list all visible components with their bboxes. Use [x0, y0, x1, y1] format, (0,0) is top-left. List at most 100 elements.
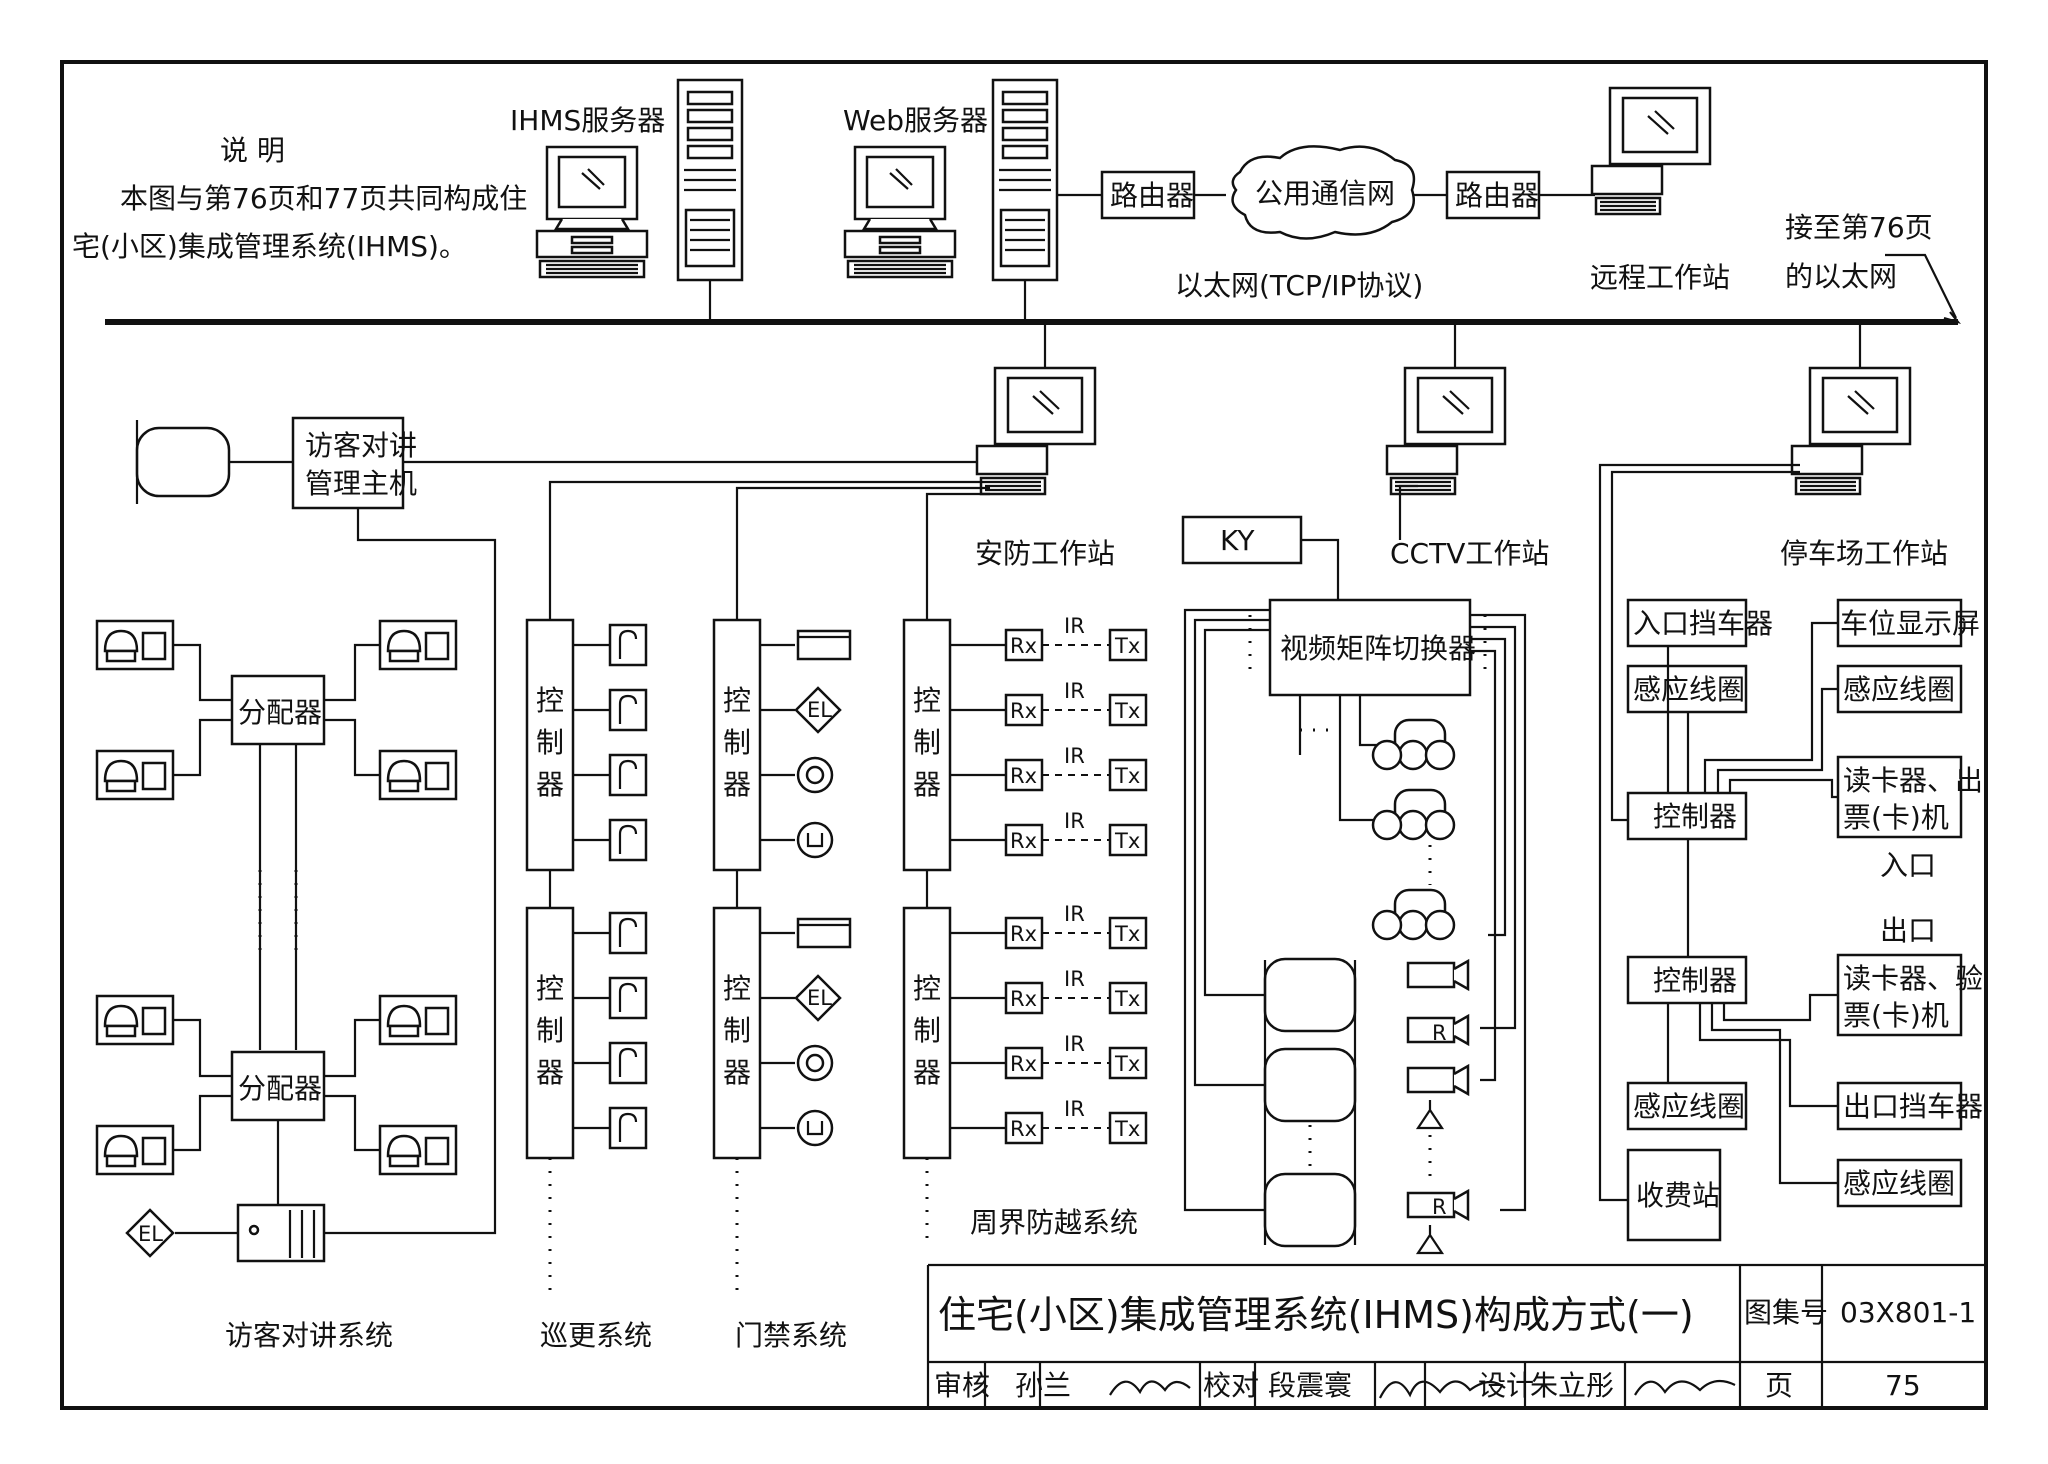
indoor-phone-1 [95, 619, 175, 671]
router-right-box [1445, 170, 1541, 220]
card-reader-icon [796, 629, 852, 661]
perimeter-system-label: 周界防越系统 [970, 1206, 1138, 1239]
access-controller-2 [712, 906, 762, 1160]
controller-label-char: 器 [913, 1056, 941, 1089]
atlas-label: 图集号 [1744, 1296, 1828, 1329]
ir-label: IR [1064, 809, 1085, 833]
tx-label: Tx [1114, 987, 1140, 1011]
el-lock-icon: EL [794, 974, 842, 1022]
distributor-bottom-label: 分配器 [238, 1072, 322, 1105]
ir-transmitter-box [1108, 1111, 1148, 1145]
controller-label-char: 控 [913, 684, 941, 717]
exit-button-icon [796, 756, 834, 794]
indoor-phone-2 [95, 749, 175, 801]
patrol-point-group [573, 623, 648, 1150]
tx-label: Tx [1114, 922, 1140, 946]
exit-loop-right-label: 感应线圈 [1843, 1167, 1955, 1200]
patrol-system-label: 巡更系统 [540, 1319, 652, 1352]
camera-mount-icons [1415, 1100, 1445, 1255]
patrol-point-icon [608, 911, 648, 955]
controller-label-char: 器 [723, 768, 751, 801]
ky-keyboard-box [1181, 515, 1303, 565]
cctv-monitor-3 [1263, 1172, 1357, 1248]
intercom-el-lock [125, 1208, 175, 1258]
access-device-group: EL EL [794, 629, 852, 1147]
ir-transmitter-box [1108, 823, 1148, 857]
patrol-point-icon [608, 1041, 648, 1085]
rx-label: Rx [1010, 1052, 1037, 1076]
entry-loop-right-label: 感应线圈 [1843, 673, 1955, 706]
indoor-phone-7 [378, 994, 458, 1046]
camera-r-label-2: R [1432, 1195, 1447, 1219]
indoor-phone-5 [95, 994, 175, 1046]
rx-label: Rx [1010, 987, 1037, 1011]
indoor-phone-6 [95, 1124, 175, 1176]
security-workstation-computer [975, 366, 1097, 496]
review-label: 审核 [934, 1369, 990, 1402]
remote-workstation-computer [1590, 86, 1712, 216]
cctv-workstation-computer [1385, 366, 1507, 496]
toll-station-box [1626, 1148, 1722, 1242]
exit-loop-left-box [1626, 1081, 1748, 1131]
exit-loop-left-label: 感应线圈 [1633, 1090, 1745, 1123]
ir-transmitter-box [1108, 758, 1148, 792]
access-el-label: EL [807, 698, 832, 722]
patrol-point-icon [608, 753, 648, 797]
ir-transmitter-box [1108, 628, 1148, 662]
ky-label: KY [1220, 524, 1255, 557]
controller-label-char: 器 [536, 1056, 564, 1089]
distributor-bottom [230, 1050, 326, 1122]
controller-label-char: 制 [723, 726, 751, 759]
link-label-2: 的以太网 [1785, 260, 1897, 293]
exit-barrier-label: 出口挡车器 [1843, 1090, 1983, 1123]
access-controller-1 [712, 618, 762, 872]
entry-barrier-box [1626, 598, 1748, 648]
controller-label-char: 控 [723, 972, 751, 1005]
rx-label: Rx [1010, 1117, 1037, 1141]
ir-label: IR [1064, 902, 1085, 926]
ir-transmitter-box [1108, 916, 1148, 950]
video-matrix-switcher [1268, 598, 1472, 697]
exit-loop-right-box [1836, 1158, 1963, 1208]
patrol-controller-2 [525, 906, 575, 1160]
ir-label: IR [1064, 1097, 1085, 1121]
controller-label-char: 制 [913, 1014, 941, 1047]
public-net-label: 公用通信网 [1255, 177, 1395, 210]
patrol-point-icon [608, 623, 648, 667]
rx-label: Rx [1010, 699, 1037, 723]
notes-line2: 宅(小区)集成管理系统(IHMS)。 [72, 230, 467, 263]
exit-button-icon [796, 1044, 834, 1082]
controller-label-char: 控 [536, 684, 564, 717]
drawing-frame [60, 60, 1988, 1410]
exit-label: 出口 [1880, 914, 1936, 947]
notes-heading: 说 明 [220, 134, 285, 167]
rx-label: Rx [1010, 829, 1037, 853]
video-matrix-label: 视频矩阵切换器 [1280, 632, 1476, 665]
intercom-host-label-2: 管理主机 [305, 467, 417, 500]
door-contact-icon [796, 1109, 834, 1147]
controller-label-char: 控 [913, 972, 941, 1005]
entry-controller-label: 控制器 [1653, 800, 1737, 833]
distributor-top-label: 分配器 [238, 696, 322, 729]
ir-label: IR [1064, 744, 1085, 768]
ir-label: IR [1064, 679, 1085, 703]
public-network-cloud [1231, 145, 1416, 240]
parking-ws-label: 停车场工作站 [1780, 537, 1948, 570]
exit-reader-label-1: 读卡器、验 [1843, 962, 1983, 995]
controller-label-char: 制 [723, 1014, 751, 1047]
controller-label-char: 制 [536, 726, 564, 759]
web-server-label: Web服务器 [843, 104, 988, 137]
page-number: 75 [1885, 1369, 1921, 1402]
cctv-ws-label: CCTV工作站 [1390, 537, 1549, 570]
ihms-server-label: IHMS服务器 [510, 104, 665, 137]
ir-label: IR [1064, 1032, 1085, 1056]
ir-transmitter-box [1108, 1046, 1148, 1080]
entry-reader-box [1836, 755, 1963, 839]
tx-label: Tx [1114, 1117, 1140, 1141]
perimeter-sensor-group: RxIRTxRxIRTxRxIRTxRxIRTxRxIRTxRxIRTxRxIR… [950, 614, 1148, 1145]
link-label-1: 接至第76页 [1785, 211, 1933, 244]
entry-reader-label-2: 票(卡)机 [1843, 801, 1949, 834]
ptz-camera-3 [1371, 888, 1456, 941]
space-display-label: 车位显示屏 [1840, 607, 1980, 640]
